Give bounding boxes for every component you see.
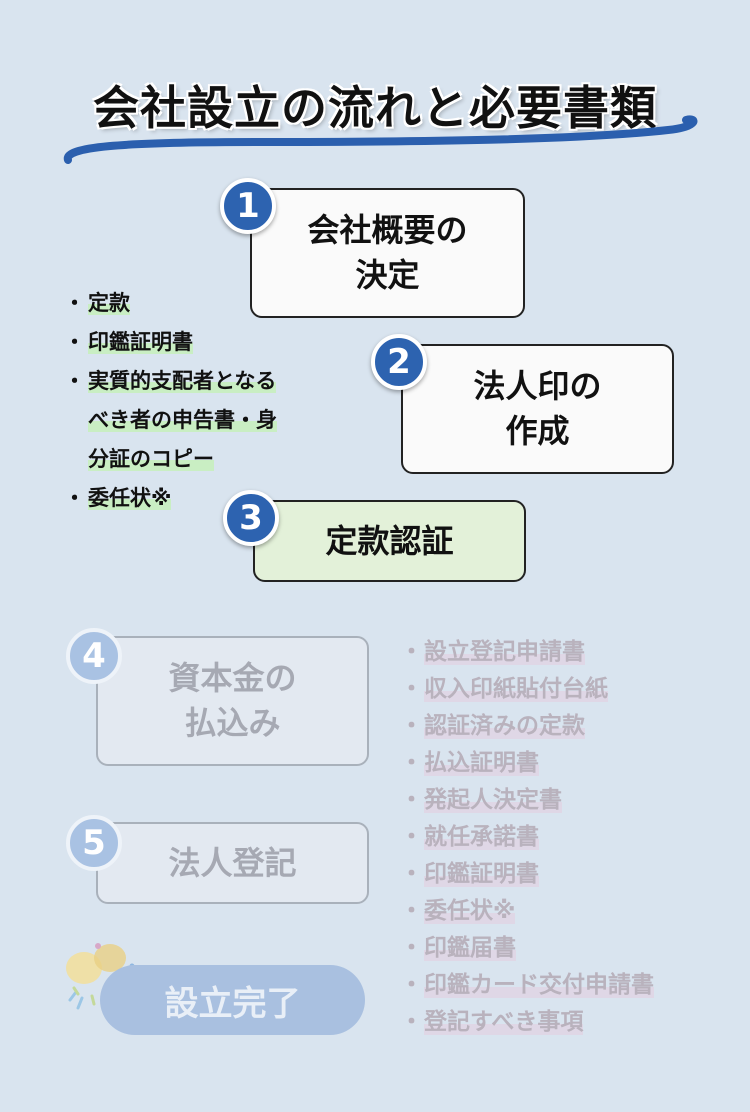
certification-docs-list: 定款 印鑑証明書 実質的支配者となる べき者の申告書・身 分証のコピー 委任状※	[64, 284, 344, 518]
list-item: 印鑑証明書	[64, 323, 344, 362]
step-1-label: 会社概要の 決定	[307, 211, 468, 294]
page-title: 会社設立の流れと必要書類	[93, 81, 657, 135]
list-item: 発起人決定書	[400, 782, 720, 819]
step-2-box: 法人印の 作成	[401, 344, 674, 474]
list-item: 登記すべき事項	[400, 1004, 720, 1041]
step-1-number-badge: 1	[220, 178, 276, 234]
list-item: 収入印紙貼付台紙	[400, 671, 720, 708]
step-3-label: 定款認証	[325, 521, 454, 560]
list-item: 印鑑届書	[400, 930, 720, 967]
step-4-number-badge: 4	[66, 628, 122, 684]
list-item: 印鑑証明書	[400, 856, 720, 893]
step-2-label: 法人印の 作成	[473, 367, 602, 450]
step-4-box: 資本金の 払込み	[96, 636, 369, 766]
registration-docs-list: 設立登記申請書 収入印紙貼付台紙 認証済みの定款 払込証明書 発起人決定書 就任…	[400, 634, 720, 1041]
list-item: 定款	[64, 284, 344, 323]
step-2-number-badge: 2	[371, 334, 427, 390]
list-item: 印鑑カード交付申請書	[400, 967, 720, 1004]
step-4-label: 資本金の 払込み	[168, 659, 297, 742]
list-item: 払込証明書	[400, 745, 720, 782]
list-item: 認証済みの定款	[400, 708, 720, 745]
list-item: 委任状※	[64, 479, 344, 518]
list-item: 設立登記申請書	[400, 634, 720, 671]
party-popper-icon	[66, 943, 136, 1010]
list-item: 就任承諾書	[400, 819, 720, 856]
step-5-label: 法人登記	[168, 843, 297, 882]
title-underline-swoosh	[63, 115, 698, 164]
list-item: 委任状※	[400, 893, 720, 930]
list-item: 実質的支配者となる べき者の申告書・身 分証のコピー	[64, 362, 344, 479]
step-5-number-badge: 5	[66, 815, 122, 871]
completion-badge: 設立完了	[100, 965, 365, 1035]
step-5-box: 法人登記	[96, 822, 369, 904]
